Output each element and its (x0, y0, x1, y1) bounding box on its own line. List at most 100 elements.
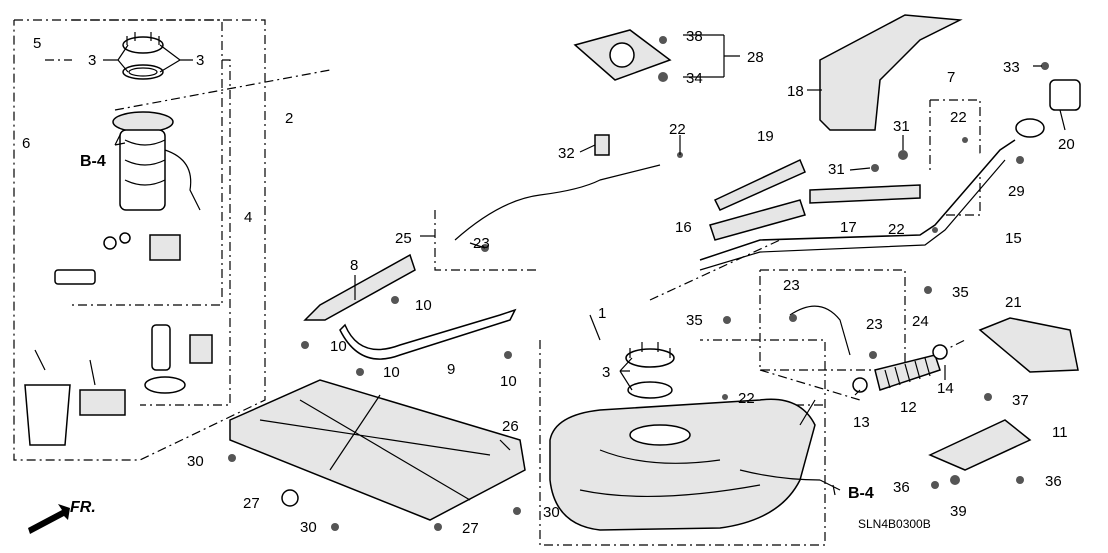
fuel-tank-under-cover (229, 379, 526, 521)
pump-module-cap (112, 111, 174, 133)
callout-27b: 27 (462, 520, 479, 537)
fuel-tank-band-8 (303, 253, 416, 321)
callout-32: 32 (558, 145, 575, 162)
nut-31a (898, 150, 908, 160)
front-arrow-icon (28, 504, 70, 534)
callout-24: 24 (912, 313, 929, 330)
group-box-25 (434, 210, 540, 271)
lock-ring (122, 36, 164, 54)
callout-16: 16 (675, 219, 692, 236)
fuel-level-sensor (79, 389, 126, 416)
fuel-filter (149, 234, 181, 261)
pump-holder (189, 334, 213, 364)
part-drawings (24, 14, 1081, 531)
bolt-30c (513, 507, 521, 515)
clip-27b (434, 523, 442, 531)
bolt-10b (301, 341, 309, 349)
clip-27 (281, 489, 299, 507)
tank-seal-inner (128, 67, 158, 77)
ref-b4-right: B-4 (848, 485, 874, 502)
group-box-24 (759, 269, 906, 371)
callout-5: 5 (33, 35, 41, 52)
o-ring-b (119, 232, 131, 244)
lock-ring-tabs (126, 32, 160, 45)
bolt-10d (504, 351, 512, 359)
guide-line-a (649, 239, 781, 301)
callout-23b: 23 (783, 277, 800, 294)
callout-1: 1 (598, 305, 606, 322)
callout-3c: 3 (602, 364, 610, 381)
callout-29: 29 (1008, 183, 1025, 200)
callout-15: 15 (1005, 230, 1022, 247)
sensor-arm (34, 349, 96, 386)
callout-35a: 35 (952, 284, 969, 301)
filler-bracket-16 (709, 199, 806, 241)
callout-7: 7 (947, 69, 955, 86)
callout-8: 8 (350, 257, 358, 274)
bolt-36a (931, 481, 939, 489)
harness-24 (789, 305, 851, 356)
hose-clamp-14 (932, 344, 948, 360)
leader-26 (499, 439, 511, 451)
fuel-pump (151, 324, 171, 371)
tank-lock-ring-tabs (629, 342, 671, 358)
b4-left-arrow-icon (114, 134, 126, 146)
leader-28 (683, 34, 740, 78)
callout-19: 19 (757, 128, 774, 145)
group-box-5 (72, 19, 223, 306)
harness-25 (454, 164, 661, 241)
clip-22c (932, 227, 938, 233)
tank-seal-2 (627, 381, 673, 399)
leader-3-top (103, 44, 193, 73)
access-cover-hole (609, 42, 635, 68)
bolt-37 (984, 393, 992, 401)
diagram-code: SLN4B0300B (858, 517, 931, 531)
leader-13-14 (799, 365, 946, 426)
callout-21: 21 (1005, 294, 1022, 311)
clip-22b (722, 394, 728, 400)
callout-12: 12 (900, 399, 917, 416)
leader-31 (849, 135, 904, 171)
pressure-regulator (54, 269, 96, 285)
callout-23c: 23 (866, 316, 883, 333)
fasteners (228, 36, 1049, 531)
fuel-tank (549, 398, 816, 531)
callout-13: 13 (853, 414, 870, 431)
clip-29 (1016, 156, 1024, 164)
fuel-feed-line (739, 469, 821, 481)
pump-module-body (119, 129, 166, 211)
filler-bracket-19 (713, 158, 806, 211)
bolt-31b (871, 164, 879, 172)
callout-31b: 31 (828, 161, 845, 178)
callout-6: 6 (22, 135, 30, 152)
callout-9: 9 (447, 361, 455, 378)
filler-hose-ribs (884, 357, 931, 389)
fuel-lid-opener (1049, 79, 1081, 111)
bolt-10c (356, 368, 364, 376)
fuel-tank-band-9 (339, 308, 517, 360)
clip-23b (789, 314, 797, 322)
under-cover-ribs (259, 394, 491, 501)
group-box-4 (140, 59, 231, 406)
fuel-filler-pipe-2 (699, 159, 1006, 271)
nut-34 (658, 72, 668, 82)
callout-22a: 22 (669, 121, 686, 138)
callout-34: 34 (686, 70, 703, 87)
tank-lock-ring (625, 348, 675, 368)
bolt-36b (1016, 476, 1024, 484)
leader-1 (589, 314, 601, 341)
splash-guard-18 (819, 14, 963, 131)
callout-30a: 30 (187, 453, 204, 470)
callout-17: 17 (840, 219, 857, 236)
callout-28: 28 (747, 49, 764, 66)
leader-3-tank (619, 357, 633, 391)
callout-37: 37 (1012, 392, 1029, 409)
callout-36a: 36 (893, 479, 910, 496)
leader-32 (579, 144, 596, 153)
tank-seal (122, 64, 164, 80)
callout-22d: 22 (738, 390, 755, 407)
callout-10a: 10 (415, 297, 432, 314)
filler-neck-mouth (1015, 118, 1045, 138)
callout-38: 38 (686, 28, 703, 45)
